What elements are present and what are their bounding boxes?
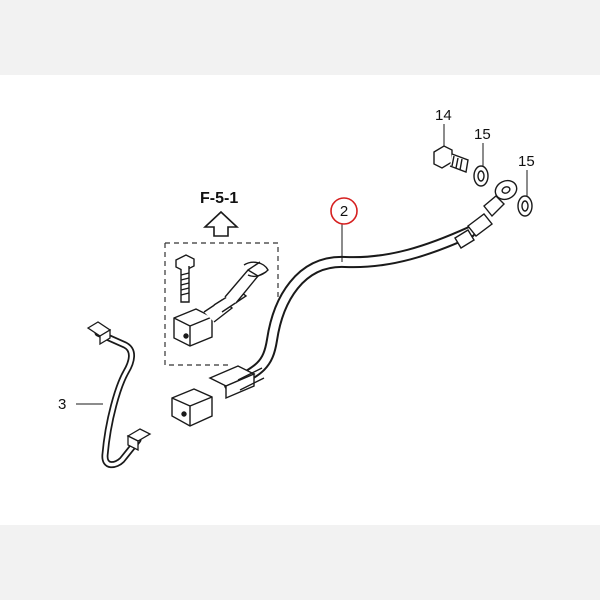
detail-bolt <box>175 254 195 303</box>
pipe-nut-bottom <box>126 428 152 452</box>
reference-label: F-5-1 <box>200 190 238 207</box>
washer-b <box>517 195 533 217</box>
lower-fitting <box>171 365 265 427</box>
upper-fitting <box>454 179 518 249</box>
detail-fitting <box>173 261 269 347</box>
highlight-circle <box>330 197 358 225</box>
banjo-bolt <box>433 145 469 173</box>
callout-washer-a: 15 <box>474 126 491 143</box>
main-hose <box>224 226 476 391</box>
diagram-frame <box>0 75 600 525</box>
callout-hose: 2 <box>340 203 348 220</box>
up-arrow-icon <box>202 210 240 237</box>
leader-lines <box>76 124 528 405</box>
washer-a <box>473 165 489 187</box>
callout-washer-b: 15 <box>518 153 535 170</box>
callout-pipe: 3 <box>58 396 66 413</box>
pipe-nut-top <box>86 321 112 346</box>
callout-bolt: 14 <box>435 107 452 124</box>
brake-pipe <box>94 329 142 469</box>
